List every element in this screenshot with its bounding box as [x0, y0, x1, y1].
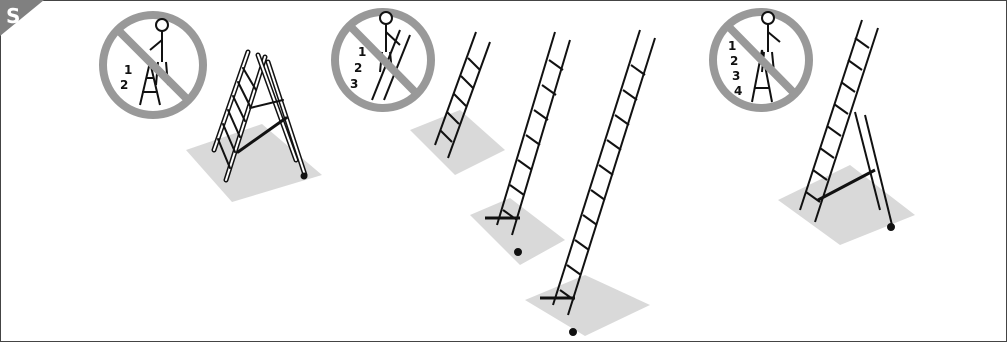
step-number: 2 — [730, 54, 738, 68]
prohibited-sign-icon: 1 2 — [103, 15, 203, 115]
step-number: 3 — [732, 69, 740, 83]
step-number: 1 — [358, 45, 366, 59]
step-number: 3 — [350, 77, 358, 91]
step-number: 2 — [354, 61, 362, 75]
prohibited-sign-icon: 1 2 3 — [335, 12, 431, 108]
step-number: 2 — [120, 78, 128, 92]
step-number: 1 — [124, 63, 132, 77]
step-number: 4 — [734, 84, 742, 98]
step-number: 1 — [728, 39, 736, 53]
section-badge-label: S — [6, 4, 20, 28]
prohibited-sign-icon: 1 2 3 4 — [713, 12, 809, 108]
